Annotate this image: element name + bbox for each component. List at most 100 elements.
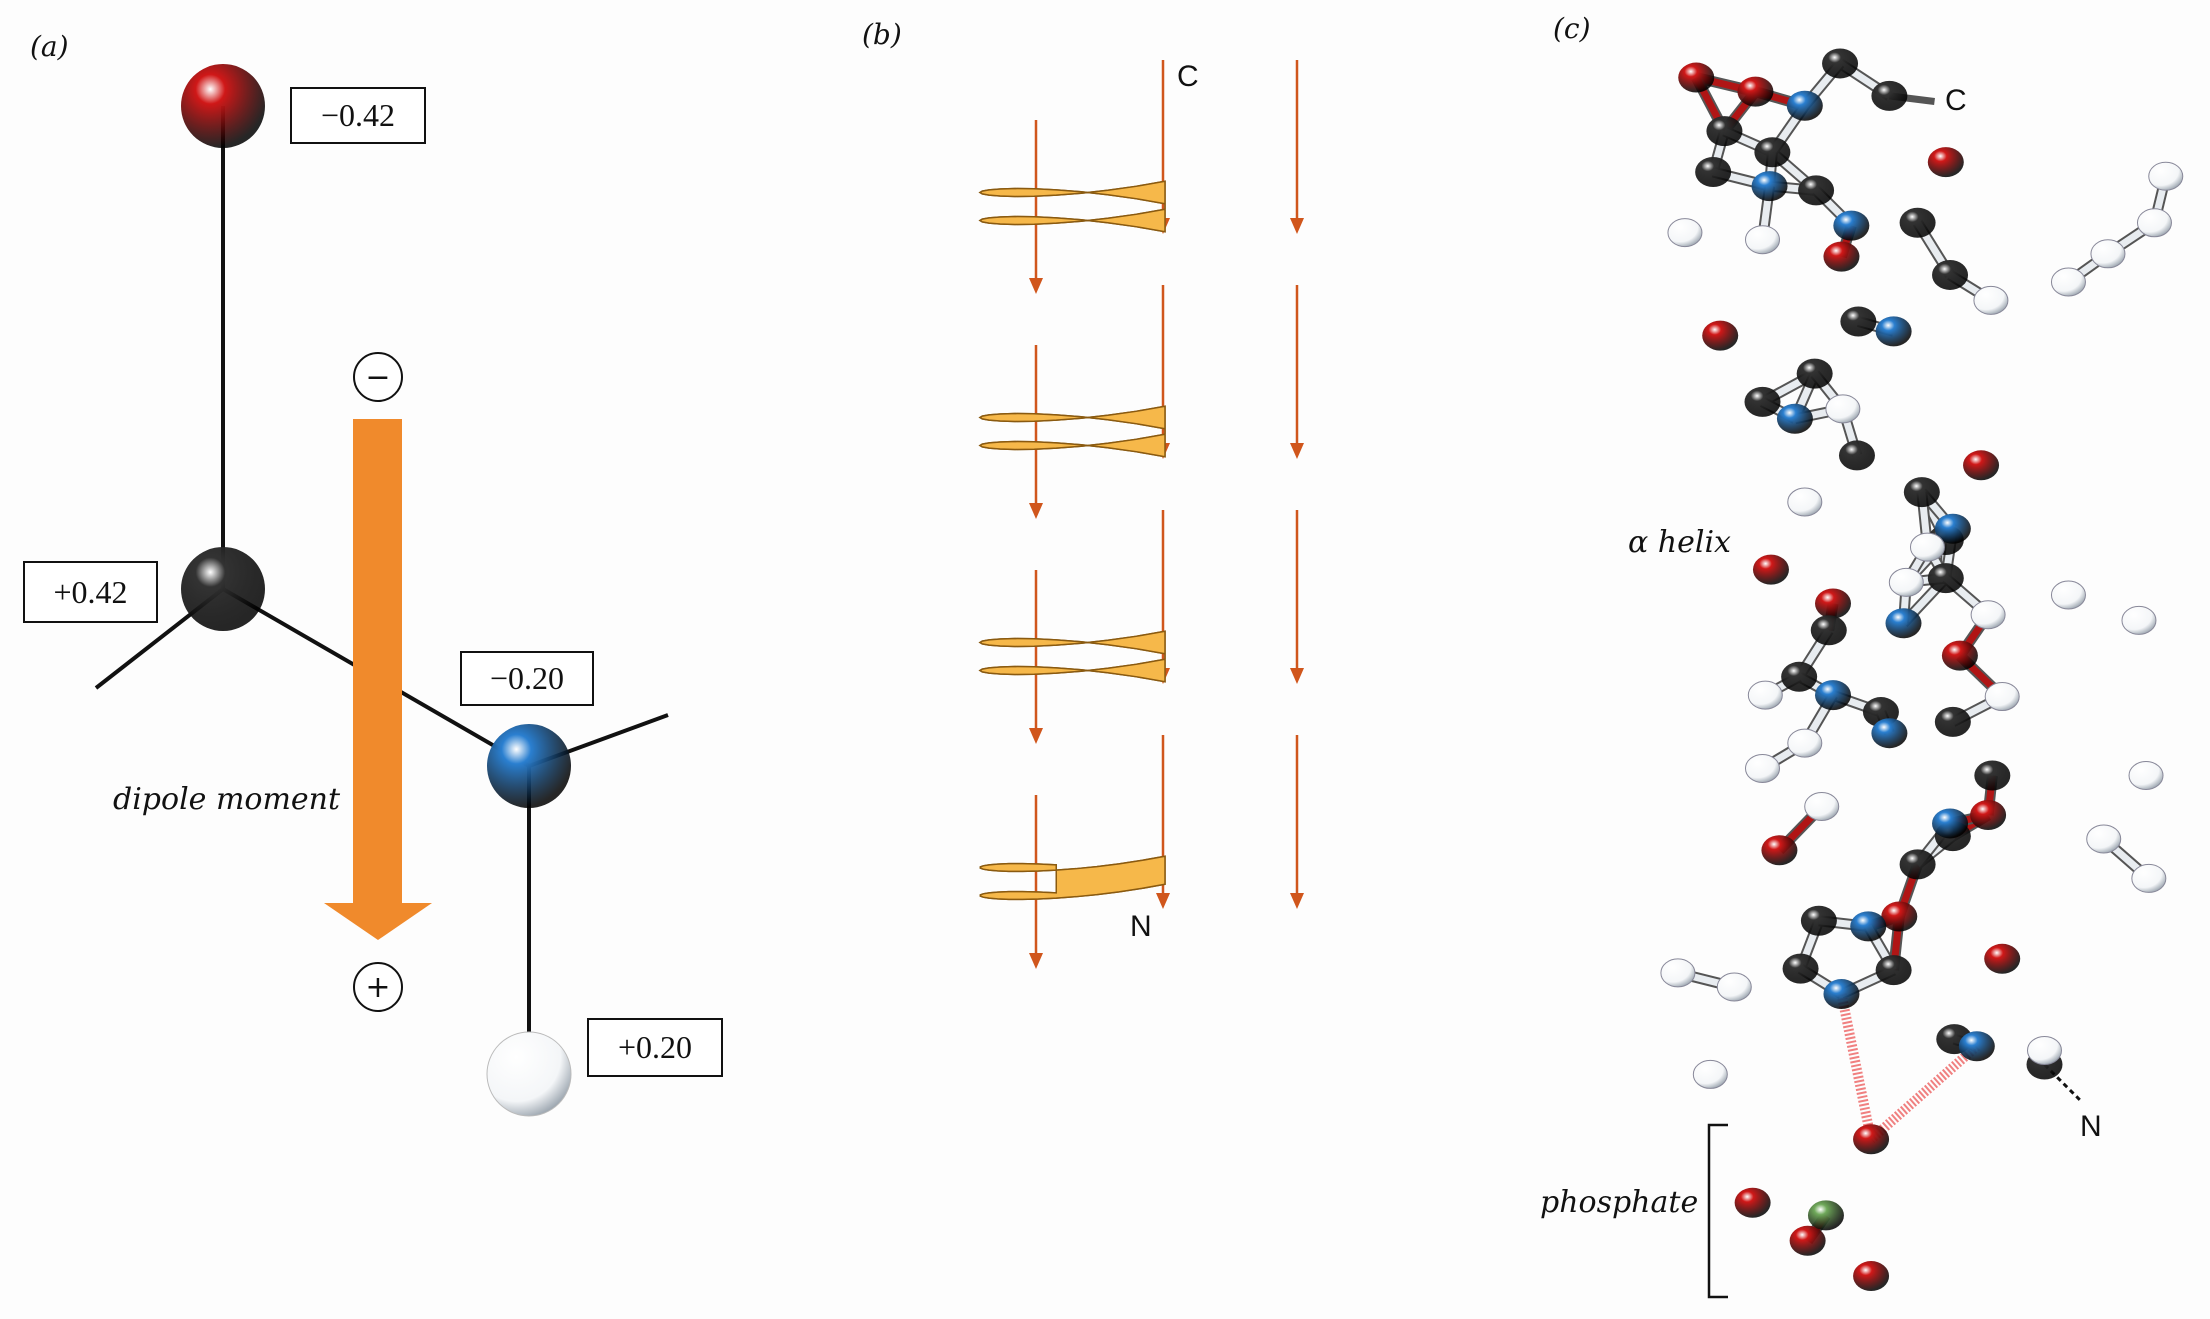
oxygen-atom xyxy=(1737,76,1774,107)
nitrogen-atom xyxy=(1885,608,1922,639)
carbon-atom xyxy=(1781,661,1818,692)
carbon-atom xyxy=(1974,760,2011,791)
carbon-atom xyxy=(1796,358,1833,389)
carbon-atom xyxy=(1706,116,1743,147)
hydrogen-atom xyxy=(1745,753,1780,783)
nitrogen-atom xyxy=(1823,979,1860,1010)
carbon-atom xyxy=(1932,259,1969,290)
carbon-atom xyxy=(1822,48,1859,79)
oxygen-atom xyxy=(1734,1187,1771,1218)
oxygen-atom xyxy=(181,64,265,148)
helix-ribbon-front xyxy=(978,180,1166,233)
hydrogen-atom xyxy=(1973,285,2009,315)
nitrogen-atom xyxy=(1934,513,1971,544)
charge-oxygen-box: −0.42 xyxy=(290,87,426,144)
hydrogen-atom xyxy=(1747,680,1783,710)
nitrogen-atom xyxy=(1776,403,1813,434)
hydrogen-atom xyxy=(1787,487,1823,517)
oxygen-atom xyxy=(1941,640,1978,671)
hydrogen-atom xyxy=(1804,792,1840,822)
dipole-arrow-head xyxy=(1290,218,1304,234)
hydrogen-atom xyxy=(2090,239,2126,269)
hydrogen-atom xyxy=(2136,208,2172,238)
nitrogen-atom xyxy=(1958,1031,1995,1062)
phosphate-label: phosphate xyxy=(1540,1185,1699,1220)
hydrogen-atom xyxy=(1667,218,1703,248)
nitrogen-atom xyxy=(1833,210,1870,241)
hydrogen-atom xyxy=(1909,532,1945,562)
dipole-arrow-head xyxy=(1290,443,1304,459)
oxygen-atom xyxy=(1970,799,2007,830)
carbon-atom xyxy=(1899,207,1936,238)
carbon-atom xyxy=(1875,955,1912,986)
hydrogen-atom xyxy=(2027,1035,2062,1065)
nitrogen-atom xyxy=(1932,808,1969,839)
dipole-arrow-head xyxy=(1029,728,1043,744)
hydrogen-atom xyxy=(1984,682,2020,712)
hydrogen-atom xyxy=(1692,1059,1728,1089)
oxygen-atom xyxy=(1702,320,1739,351)
nitrogen-atom xyxy=(1875,316,1912,347)
dipole-arrow-head xyxy=(1029,278,1043,294)
hydrogen-atom xyxy=(2131,863,2167,893)
helix-ribbon-front xyxy=(978,630,1166,683)
helix-ribbon-front xyxy=(979,855,1166,901)
oxygen-atom xyxy=(1761,835,1798,866)
nitrogen-atom xyxy=(1815,680,1851,711)
carbon-atom xyxy=(1871,80,1908,111)
hydrogen-atom xyxy=(1888,567,1924,597)
hydrogen-atom xyxy=(2128,761,2164,790)
phosphate-bracket xyxy=(1707,1123,1728,1299)
hydrogen-atom xyxy=(1660,958,1696,988)
carbon-atom xyxy=(1754,137,1791,168)
hydrogen-atom xyxy=(2121,605,2157,635)
oxygen-atom xyxy=(1881,901,1918,932)
hydrogen-atom xyxy=(1716,972,1752,1002)
panel-a-label: (a) xyxy=(30,30,69,63)
oxygen-atom xyxy=(1815,588,1851,619)
oxygen-atom xyxy=(1823,241,1860,272)
carbon-atom xyxy=(1899,849,1936,880)
carbon-atom xyxy=(1800,905,1837,936)
hydrogen-bond xyxy=(1867,1042,1981,1144)
hydrogen-atom xyxy=(2086,824,2122,854)
hydrogen-atom xyxy=(2148,161,2184,191)
carbon-atom xyxy=(1744,386,1781,417)
oxygen-atom xyxy=(1752,554,1789,585)
positive-pole-icon: + xyxy=(353,962,403,1012)
carbon-atom xyxy=(1840,306,1877,337)
charge-hydrogen-box: +0.20 xyxy=(587,1018,723,1077)
nitrogen-atom xyxy=(1751,171,1788,202)
nitrogen-atom xyxy=(1786,90,1823,121)
dipole-moment-label: dipole moment xyxy=(113,782,341,817)
carbon-atom xyxy=(1798,175,1835,206)
oxygen-atom xyxy=(1984,943,2021,974)
helix-c-terminus: C xyxy=(1177,60,1199,93)
dipole-arrow-head xyxy=(324,903,432,940)
alpha-helix-label: α helix xyxy=(1628,525,1731,560)
oxygen-atom xyxy=(1789,1225,1826,1256)
nitrogen-atom xyxy=(1850,911,1887,942)
oxygen-atom xyxy=(1853,1261,1890,1292)
hydrogen-bond xyxy=(1836,993,1876,1141)
hydrogen-atom xyxy=(2050,580,2086,610)
dipole-arrow-head xyxy=(1290,893,1304,909)
panel-b-label: (b) xyxy=(862,18,902,51)
carbon-atom xyxy=(1782,953,1819,984)
dipole-arrow-shaft xyxy=(353,419,402,903)
dipole-arrow-head xyxy=(1029,503,1043,519)
oxygen-atom xyxy=(1927,147,1964,178)
carbon-atom xyxy=(1810,615,1847,646)
panel-c-label: (c) xyxy=(1553,12,1591,45)
hydrogen-atom xyxy=(486,1031,572,1117)
oxygen-atom xyxy=(1963,450,2000,481)
nitrogen-atom xyxy=(1871,718,1908,749)
helix-ribbon-front xyxy=(978,405,1166,458)
dipole-arrow-head xyxy=(1290,668,1304,684)
dipole-arrow-head xyxy=(1156,893,1170,909)
hydrogen-atom xyxy=(1825,394,1861,424)
carbon-atom xyxy=(1934,706,1971,737)
phosphorus-atom xyxy=(1807,1200,1844,1231)
